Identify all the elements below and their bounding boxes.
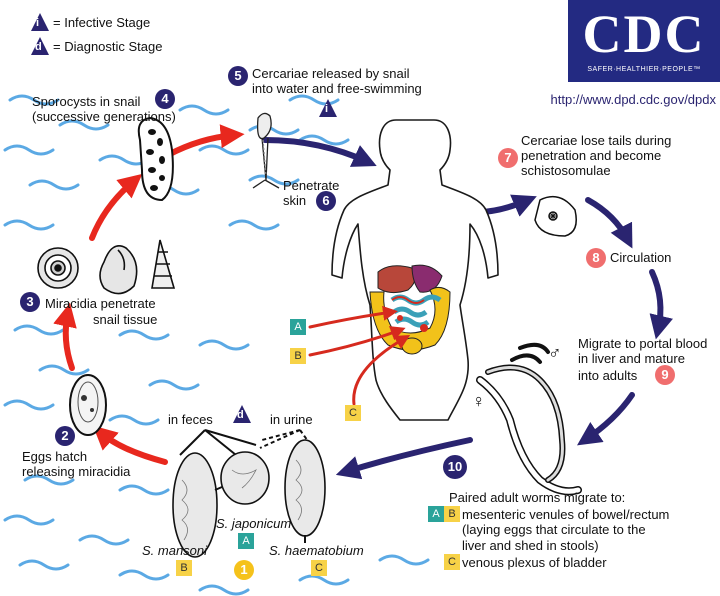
snails [37, 239, 176, 295]
egg-s-japonicum-code: A [238, 533, 254, 549]
step-4-label-line-2: (successive generations) [32, 109, 176, 124]
site-b-badge: B [290, 348, 306, 364]
adult-worms-drawing [476, 342, 582, 496]
diagnostic-stage-symbol: d [35, 41, 42, 53]
egg-branch-lines [179, 429, 319, 456]
step-4-badge: 4 [155, 89, 175, 109]
cdc-logo: CDC [582, 4, 706, 64]
step-7-label-line-1: Cercariae lose tails during [521, 133, 672, 148]
step-3-label-line-2: snail tissue [93, 312, 158, 327]
step-3-badge: 3 [20, 292, 40, 312]
step-5-infective-symbol: i [325, 103, 329, 115]
diagnostic-stage-label: = Diagnostic Stage [53, 39, 163, 54]
step-6-badge: 6 [316, 191, 336, 211]
step-5-infective-icon [319, 99, 337, 117]
step-2-label-line-1: Eggs hatch [22, 449, 88, 464]
step-8-label: Circulation [610, 250, 672, 265]
egg-s-mansoni-label: S. mansoni [142, 543, 208, 558]
site-b-badge-step10: B [444, 506, 460, 522]
step-10-label-line-4: liver and shed in stools) [462, 538, 599, 553]
step-9-label-line-2: in liver and mature [578, 351, 685, 366]
step-10-badge: 10 [443, 455, 467, 479]
step-10-label-line-2: mesenteric venules of bowel/rectum [462, 507, 670, 522]
step-7-label-line-2: penetration and become [521, 148, 662, 163]
step-6-label-line-1: Penetrate [283, 178, 340, 193]
step-2-label-line-2: releasing miracidia [22, 464, 131, 479]
step-5-badge: 5 [228, 66, 248, 86]
diagnostic-stage-egg-symbol: d [237, 409, 244, 421]
cdc-logo-box [568, 0, 720, 82]
cdc-tagline: SAFER·HEALTHIER·PEOPLE™ [587, 66, 701, 73]
step-5-label-line-2: into water and free-swimming [252, 81, 422, 96]
step-7-label-line-3: schistosomulae [521, 163, 611, 178]
egg-s-haematobium-label: S. haematobium [269, 543, 364, 558]
male-symbol: ♂ [548, 343, 562, 363]
site-c-badge: C [345, 405, 361, 421]
site-a-badge: A [290, 319, 306, 335]
step-6-label-line-2: skin [283, 193, 307, 208]
site-c-badge-step10: C [444, 554, 460, 570]
step-10-label-line-1: Paired adult worms migrate to: [449, 490, 626, 505]
diagnostic-stage-egg-icon [233, 405, 251, 423]
step-5-label-line-1: Cercariae released by snail [252, 66, 410, 81]
eggs-drawings [172, 439, 326, 558]
step-4-label-line-1: Sporocysts in snail [32, 94, 141, 109]
egg-s-haematobium-code: C [311, 560, 327, 576]
source-url: http://www.dpd.cdc.gov/dpdx [550, 92, 716, 107]
step-9-badge: 9 [655, 365, 675, 385]
step-10-label-line-3: (laying eggs that circulate to the [462, 522, 646, 537]
step-10-label-line-5: venous plexus of bladder [462, 555, 607, 570]
egg-s-japonicum-label: S. japonicum [216, 516, 292, 531]
in-urine-label: in urine [270, 412, 313, 427]
step-7-badge: 7 [498, 148, 518, 168]
site-arrows [308, 305, 411, 406]
infective-stage-symbol: i [36, 17, 40, 29]
diagnostic-stage-icon [31, 37, 49, 55]
female-symbol: ♀ [472, 391, 486, 411]
egg-s-mansoni-code: B [176, 560, 192, 576]
miracidium-drawing [69, 374, 107, 436]
step-2-badge: 2 [55, 426, 75, 446]
step-1-badge: 1 [234, 560, 254, 580]
infective-stage-icon [31, 13, 49, 31]
in-feces-label: in feces [168, 412, 213, 427]
site-a-badge-step10: A [428, 506, 444, 522]
cercaria-drawing [252, 112, 280, 189]
step-9-label-line-1: Migrate to portal blood [578, 336, 708, 351]
step-8-badge: 8 [586, 248, 606, 268]
infective-stage-label: = Infective Stage [53, 15, 151, 30]
sporocyst-drawing [137, 116, 174, 202]
step-9-label-line-3: into adults [578, 368, 638, 383]
schistosomulum-drawing [534, 195, 577, 237]
red-cycle-arrows [53, 124, 245, 465]
water-waves [3, 94, 430, 596]
navy-cycle-arrows [262, 137, 673, 480]
step-3-label-line-1: Miracidia penetrate [45, 296, 156, 311]
